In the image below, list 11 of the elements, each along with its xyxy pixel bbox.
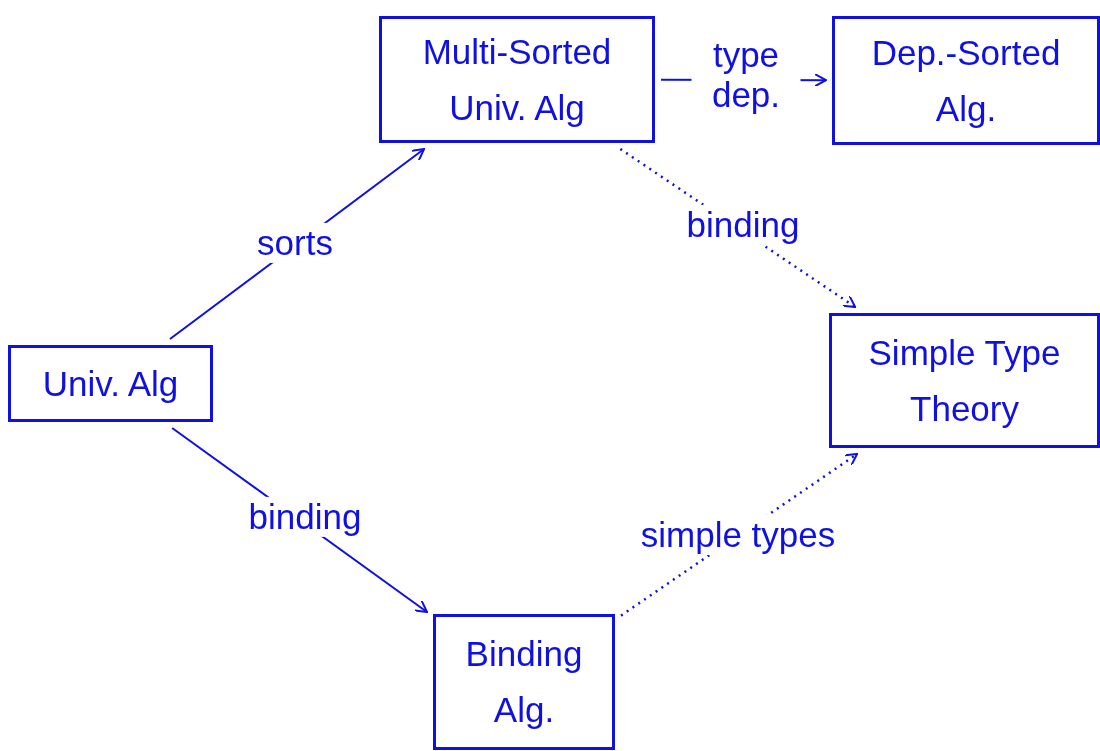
node-box [379,16,655,143]
node-label: Univ. Alg [42,362,179,405]
node-label: Simple Type Theory [867,331,1062,430]
edge-label: sorts [255,222,335,264]
node-box [8,345,213,422]
node-box [832,16,1100,145]
node-box [433,614,615,750]
node-label: Binding Alg. [464,633,584,731]
node-label: Dep.-Sorted Alg. [870,31,1062,130]
node-box [829,313,1100,448]
node-label: Multi-Sorted Univ. Alg [421,30,613,129]
